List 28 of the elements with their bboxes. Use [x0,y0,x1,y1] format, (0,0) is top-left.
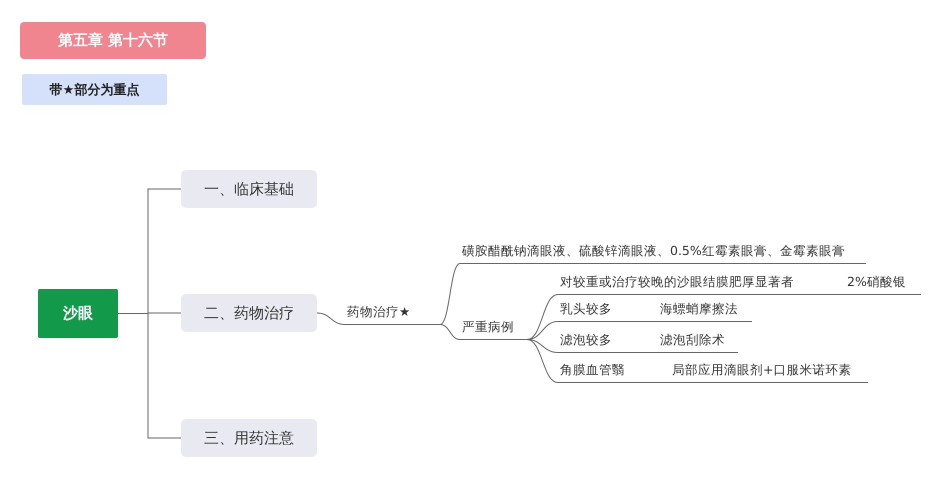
connector-line [316,312,346,325]
connector-line [526,339,558,383]
connector-line [642,352,658,353]
subtopic-label: 严重病例 [462,319,514,336]
connector-line [118,313,182,438]
note-box: 带★部分为重点 [22,74,167,105]
subtopic-label: 局部应用滴眼剂+口服米诺环素 [672,362,852,379]
topic-box: 二、药物治疗 [181,294,317,332]
connector-line [652,382,670,383]
subtopic-label: 角膜血管翳 [560,362,625,379]
subtopic-label: 乳头较多 [560,301,612,318]
connector-line [440,263,460,325]
subtopic-label: 磺胺醋酰钠滴眼液、硫酸锌滴眼液、0.5%红霉素眼膏、金霉素眼膏 [462,243,845,260]
chapter-title-box: 第五章 第十六节 [20,22,206,59]
connector-line [526,294,558,340]
subtopic-label: 对较重或治疗较晚的沙眼结膜肥厚显著者 [560,274,794,291]
subtopic-label: 滤泡较多 [560,332,612,349]
central-topic-box: 沙眼 [38,289,118,338]
topic-box: 三、用药注意 [181,419,317,457]
connector-line [440,324,460,340]
subtopic-label: 2%硝酸银 [847,274,906,291]
subtopic-label: 滤泡刮除术 [660,332,725,349]
subtopic-label: 海螵蛸摩擦法 [660,301,738,318]
connector-line [642,321,658,322]
subtopic-label: 药物治疗★ [347,304,410,321]
connector-line [526,339,558,353]
topic-box: 一、临床基础 [181,170,317,208]
connector-line [820,294,846,295]
